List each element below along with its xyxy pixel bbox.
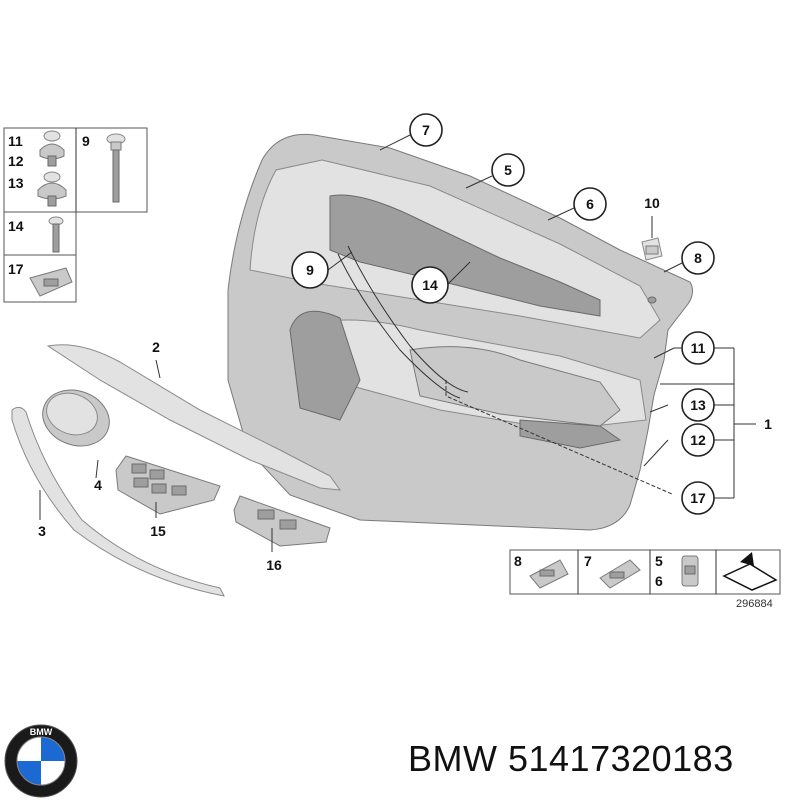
callout-9-circle bbox=[291, 251, 329, 289]
table-label-9: 9 bbox=[82, 133, 90, 149]
trim-strip-2 bbox=[46, 344, 342, 491]
legend-foam-pad-icon bbox=[722, 552, 778, 591]
callout-12: 12 bbox=[690, 432, 706, 448]
screw-9-icon bbox=[106, 133, 126, 203]
callout-5-circle bbox=[491, 153, 525, 187]
callout-14: 14 bbox=[422, 277, 438, 293]
callout-10: 10 bbox=[644, 195, 660, 211]
table-label-12: 12 bbox=[8, 153, 24, 169]
legend-label-5: 5 bbox=[655, 553, 663, 569]
table-label-11: 11 bbox=[8, 133, 23, 149]
legend-label-7: 7 bbox=[584, 553, 592, 569]
callout-6: 6 bbox=[586, 196, 594, 212]
callout-16: 16 bbox=[266, 557, 282, 573]
reference-number: 296884 bbox=[736, 598, 773, 610]
callout-7: 7 bbox=[422, 122, 430, 138]
screw-14-icon bbox=[48, 216, 64, 253]
callout-13: 13 bbox=[690, 397, 706, 413]
table-label-14: 14 bbox=[8, 218, 24, 234]
callout-14-circle bbox=[411, 266, 449, 304]
table-label-13: 13 bbox=[8, 175, 24, 191]
legend-clip-5-6-icon bbox=[681, 555, 699, 587]
callout-3: 3 bbox=[38, 523, 46, 539]
callout-17-circle bbox=[681, 481, 715, 515]
callouts: 7 5 6 10 8 9 14 2 11 13 12 1 4 17 3 15 1… bbox=[38, 113, 772, 573]
callout-17: 17 bbox=[690, 490, 706, 506]
callout-8-circle bbox=[681, 241, 715, 275]
clip-13-icon bbox=[37, 171, 67, 207]
callout-15: 15 bbox=[150, 523, 166, 539]
callout-12-circle bbox=[681, 423, 715, 457]
clip-17-icon bbox=[29, 267, 73, 297]
part-number-label: BMW 51417320183 bbox=[408, 738, 734, 779]
callout-9: 9 bbox=[306, 262, 314, 278]
callout-6-circle bbox=[573, 187, 607, 221]
clip-11-12-icon bbox=[39, 130, 65, 167]
callout-11: 11 bbox=[691, 340, 706, 356]
fastener-table: 11 12 9 13 14 17 bbox=[3, 127, 148, 303]
legend-label-6: 6 bbox=[655, 573, 663, 589]
table-label-17: 17 bbox=[8, 261, 24, 277]
callout-11-circle bbox=[681, 331, 715, 365]
legend-clip-7-icon bbox=[599, 559, 641, 589]
callout-5: 5 bbox=[504, 162, 512, 178]
callout-8: 8 bbox=[694, 250, 702, 266]
trim-strip-3 bbox=[11, 406, 225, 597]
bmw-logo-icon: BMW bbox=[4, 724, 78, 798]
fastener-10-icon bbox=[641, 237, 663, 261]
callout-4: 4 bbox=[94, 477, 102, 493]
speaker-cover-4 bbox=[42, 389, 110, 447]
callout-1: 1 bbox=[764, 416, 772, 432]
legend-clip-8-icon bbox=[529, 559, 569, 589]
logo-lettering: BMW bbox=[30, 727, 53, 737]
window-switch-16 bbox=[233, 495, 331, 547]
callout-2: 2 bbox=[152, 339, 160, 355]
callout-7-circle bbox=[409, 113, 443, 147]
callout-13-circle bbox=[681, 388, 715, 422]
window-switch-15 bbox=[115, 455, 221, 515]
legend-label-8: 8 bbox=[514, 553, 522, 569]
door-trim-panel bbox=[227, 133, 694, 531]
legend-table: 8 7 5 6 bbox=[509, 549, 781, 595]
leader-lines bbox=[39, 133, 756, 552]
